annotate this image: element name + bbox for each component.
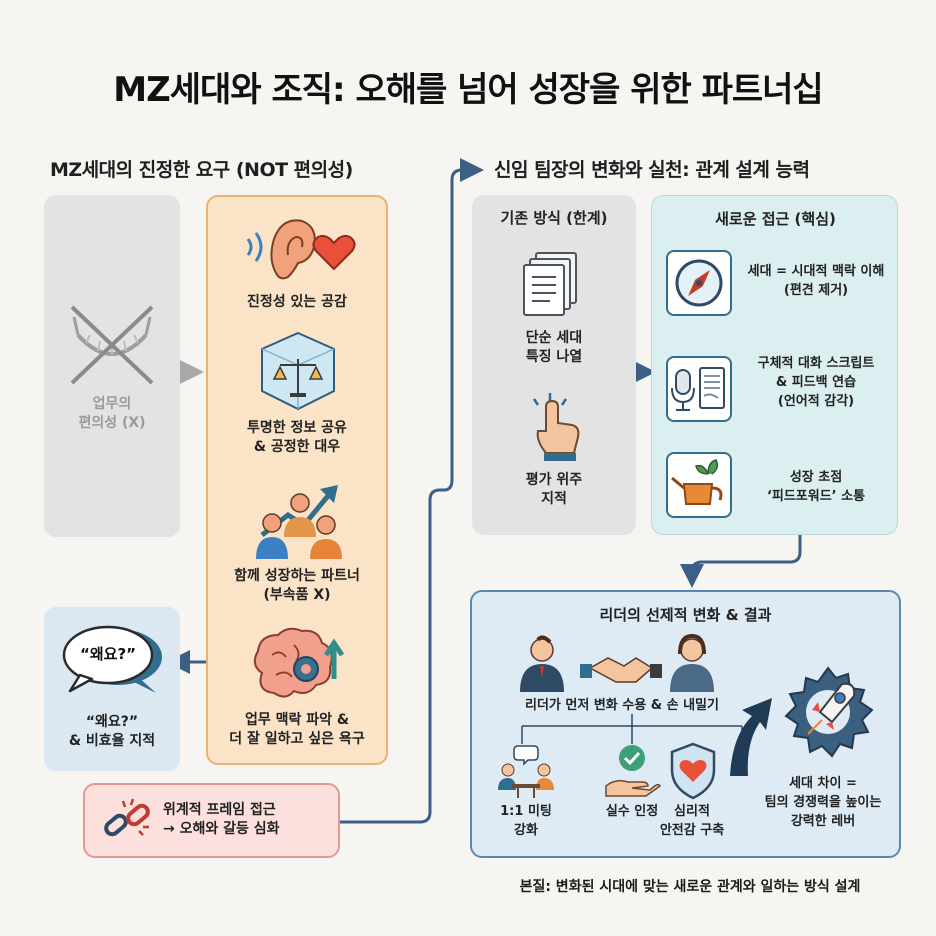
growth-people-icon	[256, 485, 342, 559]
needs-panel: 진정성 있는 공감 투명한 정보 공유& 공정한 대우 함께 성장하는 파트너(…	[206, 195, 388, 765]
need-label-1: 진정성 있는 공감	[247, 294, 347, 310]
microphone-script-icon-box	[666, 356, 732, 422]
new-item-label-2: 구체적 대화 스크립트& 피드백 연습(언어적 감각)	[757, 356, 875, 409]
left-section-title: MZ세대의 진정한 요구 (NOT 편의성)	[50, 159, 353, 181]
new-item-label-1: 세대 = 시대적 맥락 이해(편견 제거)	[747, 264, 885, 298]
watering-can-icon	[671, 459, 723, 505]
check-hand-icon	[605, 745, 661, 797]
arrow-hierarchy-to-leader	[338, 158, 484, 824]
leader-handshake-icon	[520, 634, 714, 692]
result-item-label-2: 실수 인정	[605, 804, 659, 819]
rocket-gear-icon	[784, 666, 874, 758]
leader-label: 리더가 먼저 변화 수용 & 손 내밀기	[525, 698, 719, 713]
branch-lines	[521, 714, 743, 744]
crossed-hammock-icon	[70, 305, 154, 385]
ear-heart-icon	[246, 219, 356, 280]
brain-gear-icon	[253, 627, 345, 698]
compass-icon	[675, 259, 723, 307]
hierarchy-panel: 위계적 프레임 접근→ 오해와 갈등 심화	[83, 783, 340, 858]
why-label: “왜요?”& 비효율 지적	[68, 714, 156, 749]
watering-can-icon-box	[666, 452, 732, 518]
need-label-2: 투명한 정보 공유& 공정한 대우	[247, 420, 347, 455]
right-section-title: 신임 팀장의 변화와 실천: 관계 설계 능력	[494, 159, 810, 181]
compass-icon-box	[666, 250, 732, 316]
microphone-script-icon	[671, 367, 725, 411]
meeting-icon	[498, 745, 554, 798]
footer-summary: 본질: 변화된 시대에 맞는 새로운 관계와 일하는 방식 설계	[519, 879, 861, 895]
why-bubble-text: “왜요?”	[79, 645, 137, 663]
result-heading: 리더의 선제적 변화 & 결과	[599, 606, 772, 624]
need-label-4: 업무 맥락 파악 &더 잘 일하고 싶은 욕구	[229, 712, 365, 747]
old-approach-heading: 기존 방식 (한계)	[500, 209, 608, 227]
broken-chain-icon	[104, 798, 150, 837]
speech-bubble-icon	[62, 625, 162, 693]
up-arrow-icon	[730, 698, 772, 776]
scales-cube-icon	[261, 331, 335, 411]
new-approach-panel: 새로운 접근 (핵심) 세대 = 시대적 맥락 이해(편견 제거) 구체적 대화…	[651, 195, 898, 535]
result-panel: 리더의 선제적 변화 & 결과 리더가 먼저 변화 수용 & 손 내밀기 1:1…	[470, 590, 901, 858]
hierarchy-label: 위계적 프레임 접근→ 오해와 갈등 심화	[163, 802, 280, 837]
arrow-new-to-result	[680, 530, 802, 588]
new-approach-heading: 새로운 접근 (핵심)	[715, 210, 836, 228]
shield-heart-icon	[670, 742, 716, 800]
why-panel: “왜요?” “왜요?”& 비효율 지적	[44, 607, 180, 771]
documents-icon	[523, 252, 577, 316]
need-label-3: 함께 성장하는 파트너(부속품 X)	[234, 568, 360, 603]
pointing-hand-icon	[532, 393, 580, 461]
page-title: MZ세대와 조직: 오해를 넘어 성장을 위한 파트너십	[113, 70, 823, 110]
new-item-label-3: 성장 초점‘피드포워드’ 소통	[766, 470, 866, 504]
